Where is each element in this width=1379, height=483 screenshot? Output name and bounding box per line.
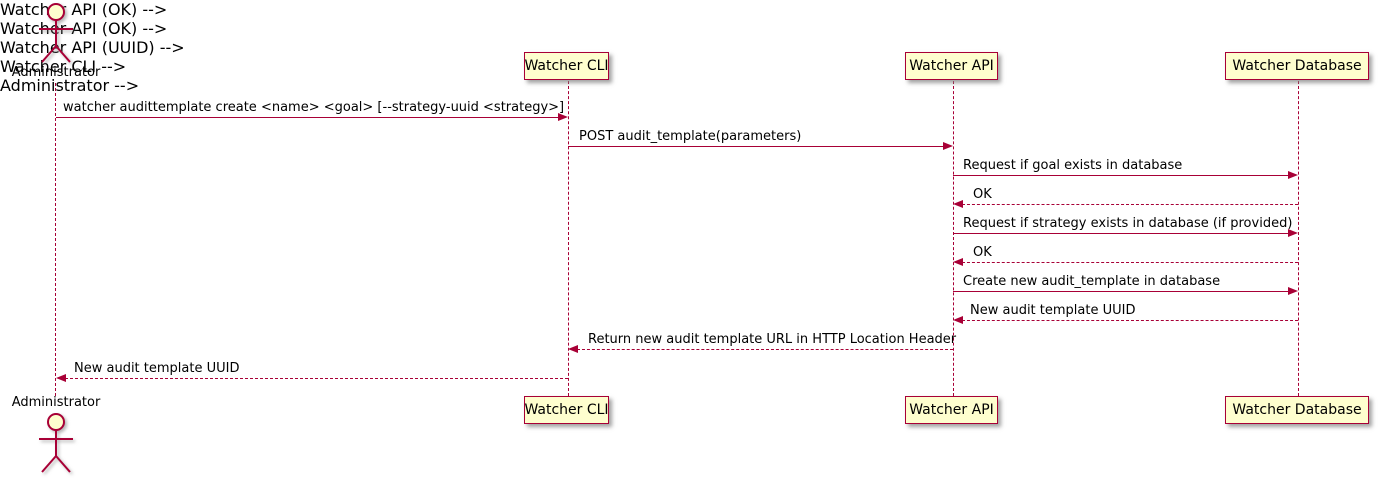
message-label: Request if strategy exists in database (… — [963, 216, 1293, 231]
lifeline-watcher-database — [1298, 81, 1299, 396]
arrowhead-right-icon — [558, 113, 568, 121]
arrowhead-left-icon — [953, 258, 963, 266]
participant-watcher-api-top: Watcher API — [905, 52, 998, 80]
arrowhead-right-icon — [1288, 287, 1298, 295]
message-line — [962, 262, 1298, 263]
message-label: Request if goal exists in database — [963, 158, 1183, 173]
message-label: Create new audit_template in database — [963, 274, 1221, 289]
arrowhead-right-icon — [1288, 171, 1298, 179]
arrowhead-left-icon — [568, 345, 578, 353]
message-line — [953, 233, 1289, 234]
participant-watcher-database-bottom: Watcher Database — [1225, 396, 1369, 424]
message-line — [962, 320, 1298, 321]
message-line — [65, 378, 568, 379]
message-label: New audit template UUID — [74, 361, 240, 376]
message-label: watcher audittemplate create <name> <goa… — [63, 100, 565, 115]
message-label: POST audit_template(parameters) — [579, 129, 802, 144]
arrowhead-left-icon — [953, 316, 963, 324]
lifeline-administrator — [55, 83, 56, 396]
message-line — [953, 291, 1289, 292]
arrowhead-left-icon — [953, 200, 963, 208]
actor-icon — [39, 413, 73, 473]
actor-label-top: Administrator — [11, 65, 101, 80]
message-label: New audit template UUID — [970, 303, 1136, 318]
participant-watcher-api-bottom: Watcher API — [905, 396, 998, 424]
arrowhead-right-icon — [1288, 229, 1298, 237]
message-line — [962, 204, 1298, 205]
lifeline-watcher-api — [953, 81, 954, 396]
participant-watcher-cli-bottom: Watcher CLI — [524, 396, 609, 424]
message-label: OK — [973, 187, 992, 202]
arrowhead-right-icon — [943, 142, 953, 150]
actor-icon — [39, 3, 73, 63]
participant-watcher-database-top: Watcher Database — [1225, 52, 1369, 80]
participant-watcher-cli-top: Watcher CLI — [524, 52, 609, 80]
arrowhead-left-icon — [56, 374, 66, 382]
message-label: Return new audit template URL in HTTP Lo… — [588, 332, 957, 347]
lifeline-watcher-cli — [568, 81, 569, 396]
message-line — [56, 117, 559, 118]
message-line — [577, 349, 953, 350]
message-line — [568, 146, 944, 147]
message-line — [953, 175, 1289, 176]
message-label: OK — [973, 245, 992, 260]
actor-label-bottom: Administrator — [11, 395, 101, 410]
